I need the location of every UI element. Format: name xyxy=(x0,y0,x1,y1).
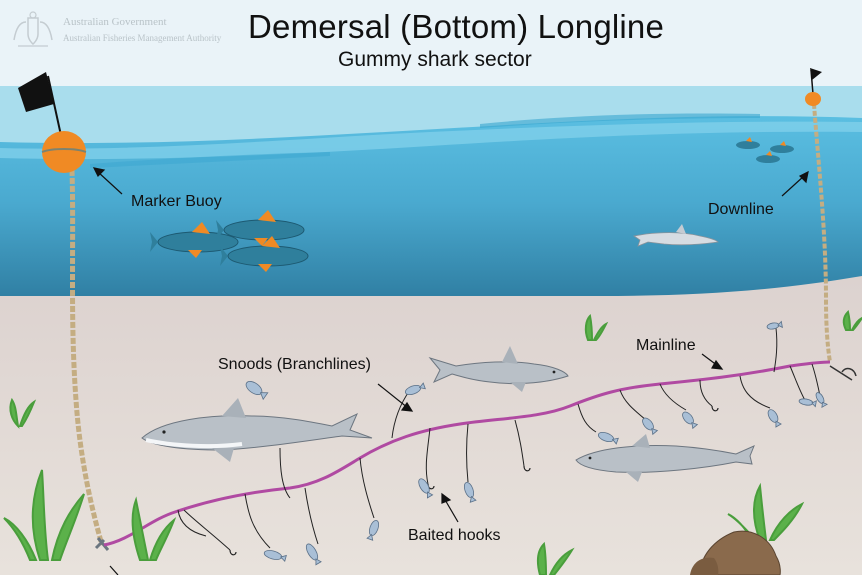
flag-icon xyxy=(18,72,54,112)
fish-icon xyxy=(227,245,309,267)
seaweed-icon xyxy=(9,397,37,429)
surface-band xyxy=(0,86,862,144)
rock-icon xyxy=(699,530,781,575)
anchor-icon xyxy=(829,365,857,381)
surface-ripple xyxy=(480,113,760,128)
surface-wave xyxy=(0,121,862,160)
seaweed xyxy=(3,310,862,575)
fish-icon xyxy=(736,141,760,149)
seaweed-icon xyxy=(131,496,177,561)
buoy-icon xyxy=(42,131,86,173)
fish-icon xyxy=(157,231,239,253)
fish-icon xyxy=(756,155,780,163)
pointer-arrows xyxy=(92,167,809,575)
buoy-band xyxy=(41,148,87,153)
fish-icon xyxy=(223,219,305,241)
hook-icon xyxy=(711,405,719,412)
bait-fish xyxy=(245,320,828,566)
hook-icon xyxy=(229,549,237,556)
fish-icon xyxy=(770,145,794,153)
diagram-title: Demersal (Bottom) Longline xyxy=(248,8,665,45)
seaweed-icon xyxy=(3,469,85,561)
coat-of-arms-icon xyxy=(13,11,53,47)
seaweed-icon xyxy=(536,541,575,575)
shark-icon xyxy=(575,434,755,482)
label-mainline: Mainline xyxy=(636,337,696,354)
surface-ripple-2 xyxy=(90,152,330,168)
right-downline-rope xyxy=(812,103,832,363)
agency-logo xyxy=(10,8,240,48)
shark-icon xyxy=(141,398,373,462)
seaweed-icon xyxy=(584,313,609,341)
label-baited-hooks: Baited hooks xyxy=(408,527,501,544)
snoods xyxy=(177,327,821,551)
rock-icon xyxy=(690,557,719,575)
agency-line-2: Australian Fisheries Management Authorit… xyxy=(63,33,222,43)
shark-icon xyxy=(428,346,569,392)
diagram-subtitle: Gummy shark sector xyxy=(338,48,532,71)
mainline xyxy=(103,360,831,547)
buoy-icon xyxy=(805,92,821,106)
sky xyxy=(0,0,862,90)
hook-icon xyxy=(523,465,531,472)
fish-school xyxy=(150,137,794,272)
flag-icon xyxy=(810,68,822,80)
shark-icon xyxy=(632,224,719,247)
anchor-icon xyxy=(94,537,110,551)
agency-line-1: Australian Government xyxy=(63,16,167,28)
label-downline: Downline xyxy=(708,201,774,218)
label-marker-buoy: Marker Buoy xyxy=(131,193,222,210)
label-snoods: Snoods (Branchlines) xyxy=(218,356,371,373)
flag-pole-left xyxy=(47,75,63,141)
left-downline-rope xyxy=(69,169,105,546)
